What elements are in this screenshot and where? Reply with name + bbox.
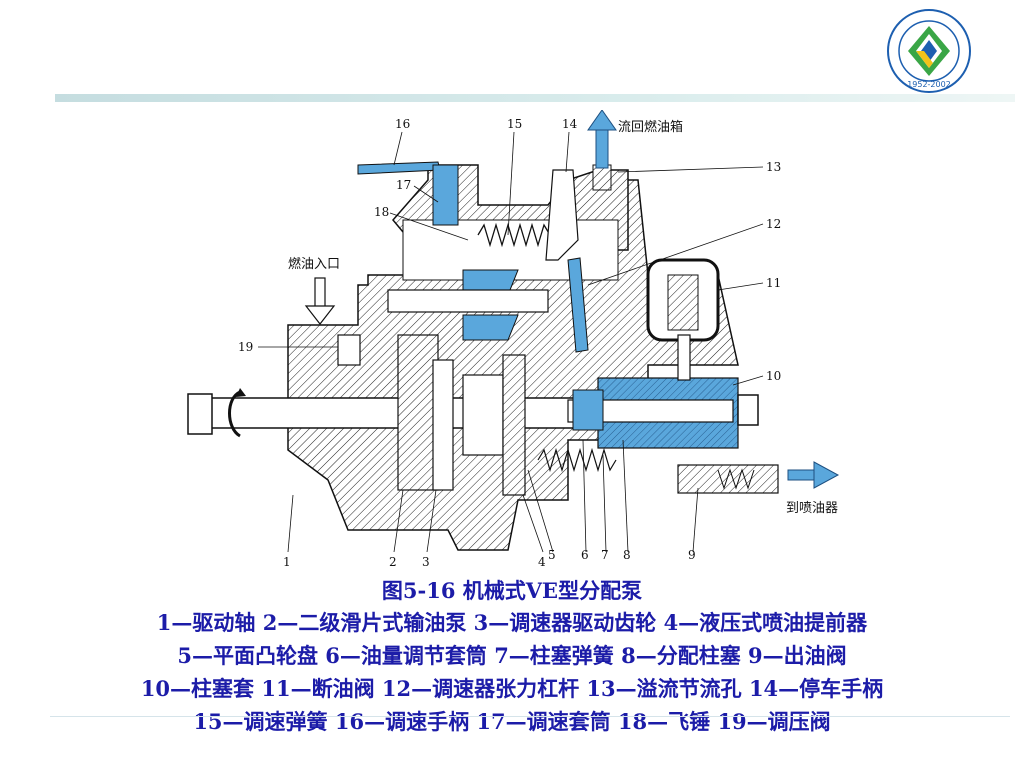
part-label-18: 18: [374, 205, 389, 219]
part-label-1: 1: [283, 555, 291, 569]
return-tank-label: 流回燃油箱: [618, 119, 683, 135]
to-injector-label: 到喷油器: [786, 501, 838, 516]
figure-caption: 图5-16 机械式VE型分配泵 1—驱动轴 2—二级滑片式输油泵 3—调速器驱动…: [0, 576, 1024, 738]
pressure-regulating-valve: [337, 334, 361, 366]
part-label-3: 3: [422, 555, 430, 569]
ve-pump-diagram: 1 2 3 4 5 6 7 8 9 10 11 12 13 14 15 16 1…: [187, 110, 840, 569]
cam-disk: [502, 354, 526, 496]
part-label-4: 4: [538, 555, 546, 569]
footer-rule: [50, 716, 1010, 717]
return-flow-arrow-icon: [587, 110, 617, 169]
governor-drive-gear: [397, 334, 439, 491]
tension-lever: [567, 257, 589, 353]
distributor-plunger: [567, 399, 734, 423]
part-label-5: 5: [548, 548, 556, 562]
legend-line-4: 15—调速弹簧 16—调速手柄 17—调速套筒 18—飞锤 19—调压阀: [193, 709, 831, 734]
part-number-labels: 1 2 3 4 5 6 7 8 9 10 11 12 13 14 15 16 1…: [238, 117, 781, 569]
header-accent-bar: [55, 94, 1015, 102]
rotation-arrow-icon: [228, 390, 241, 438]
leader-lines: [258, 131, 764, 553]
plunger-spring: [537, 447, 617, 473]
governor-shaft: [387, 289, 549, 313]
part-label-10: 10: [766, 369, 781, 383]
governor-sleeve: [432, 164, 459, 226]
part-label-6: 6: [581, 548, 589, 562]
part-label-16: 16: [395, 117, 410, 131]
roller-ring: [462, 374, 504, 456]
part-label-9: 9: [688, 548, 696, 562]
part-label-13: 13: [766, 160, 781, 174]
fuel-inlet-arrow-icon: [304, 277, 336, 325]
metering-sleeve: [572, 389, 604, 431]
legend-line-3: 10—柱塞套 11—断油阀 12—调速器张力杠杆 13—溢流节流孔 14—停车手…: [140, 676, 884, 701]
part-label-12: 12: [766, 217, 781, 231]
university-logo: 1952-2002: [887, 9, 971, 93]
shaft-nut: [187, 393, 213, 435]
figure-title: 图5-16 机械式VE型分配泵: [381, 578, 643, 603]
part-label-7: 7: [601, 548, 609, 562]
legend-line-2: 5—平面凸轮盘 6—油量调节套筒 7—柱塞弹簧 8—分配柱塞 9—出油阀: [177, 643, 847, 668]
fuel-inlet-label: 燃油入口: [288, 256, 340, 272]
flyweight-lower: [462, 314, 519, 341]
to-injector-arrow-icon: [787, 461, 840, 489]
part-label-14: 14: [562, 117, 578, 131]
governor-spring: [477, 222, 551, 248]
legend-line-1: 1—驱动轴 2—二级滑片式输油泵 3—调速器驱动齿轮 4—液压式喷油提前器: [156, 610, 868, 635]
stop-lever: [545, 169, 579, 261]
part-label-2: 2: [389, 555, 397, 569]
delivery-valve: [677, 464, 779, 494]
logo-emblem-icon: [908, 26, 950, 76]
logo-year-text: 1952-2002: [907, 80, 951, 89]
part-label-17: 17: [396, 178, 411, 192]
part-label-11: 11: [766, 276, 781, 290]
part-label-19: 19: [238, 340, 253, 354]
overflow-throttle: [592, 164, 612, 191]
part-label-15: 15: [507, 117, 522, 131]
part-label-8: 8: [623, 548, 631, 562]
plunger-nut: [737, 394, 759, 426]
vane-pump: [432, 359, 454, 491]
